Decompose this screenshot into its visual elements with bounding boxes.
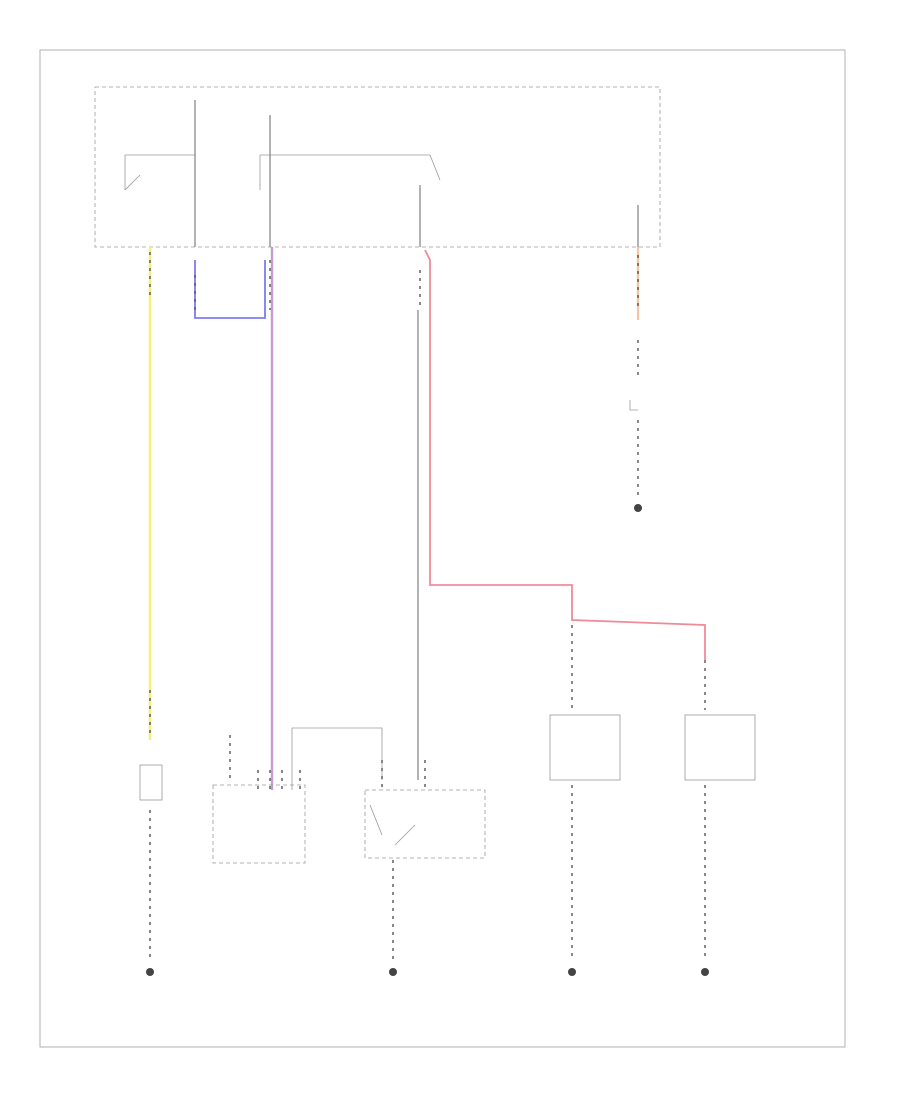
ground-symbol-4 [701,968,709,976]
ground-symbol-2 [389,968,397,976]
right-motor-box [684,714,756,781]
wire-blue [194,260,266,319]
ground-symbol-1 [146,968,154,976]
relay-right [259,115,441,247]
diagram-frame [39,49,846,1048]
ground-symbol-right-top [634,504,642,512]
fuse-relay-box [94,86,661,248]
switch-box [364,789,486,859]
left-motor-box [549,714,621,781]
ground-symbol-3 [568,968,576,976]
connector-block [212,784,306,864]
left-sensor-box [139,764,163,801]
relay-left [124,100,196,247]
wire-red [424,249,706,660]
